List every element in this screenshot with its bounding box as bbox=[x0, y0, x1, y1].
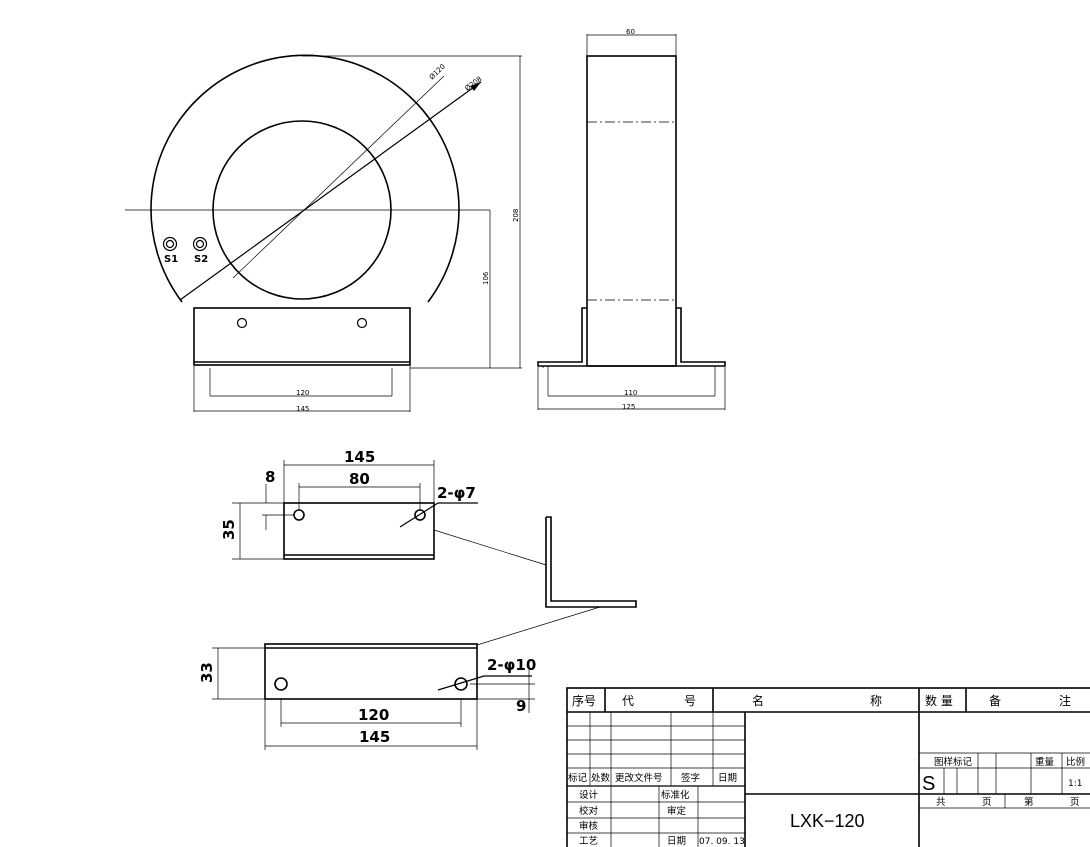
dim-110-label: 110 bbox=[624, 389, 637, 397]
dim-8-label: 8 bbox=[265, 468, 275, 486]
phi120-leader bbox=[232, 75, 445, 279]
hdr-qty: 数 量 bbox=[925, 693, 953, 708]
hdr-seq: 序号 bbox=[572, 693, 596, 708]
hdr-remark-a: 备 bbox=[989, 694, 1001, 708]
terminal-s2-inner bbox=[195, 239, 205, 249]
hdr-code-b: 号 bbox=[684, 694, 696, 708]
dim-35-label: 35 bbox=[220, 519, 238, 540]
bracket-right-flange bbox=[676, 307, 726, 366]
bracket-vertical-plate bbox=[283, 502, 435, 560]
dim-33-label: 33 bbox=[198, 662, 216, 683]
dim-106-label: 106 bbox=[482, 271, 490, 285]
role-design: 设计 bbox=[579, 789, 599, 801]
profile-leader-lower bbox=[476, 606, 601, 646]
hdr-name-b: 称 bbox=[870, 694, 882, 708]
page2-label: 页 bbox=[1070, 797, 1080, 808]
dim-208-label: 208 bbox=[512, 209, 520, 222]
scale-value: 1:1 bbox=[1068, 779, 1082, 789]
label-date: 日期 bbox=[667, 836, 686, 847]
role-process: 工艺 bbox=[579, 836, 598, 847]
rev-doc: 更改文件号 bbox=[615, 772, 663, 784]
label-approve: 审定 bbox=[667, 805, 687, 817]
dim-120b-label: 120 bbox=[358, 706, 389, 724]
dim-145b-label: 145 bbox=[344, 448, 375, 466]
holes10-leader bbox=[437, 675, 485, 691]
title-block-frame bbox=[566, 687, 1090, 847]
scale-label: 比例 bbox=[1066, 756, 1085, 768]
part-name: LXK−120 bbox=[790, 811, 865, 831]
sample-mark-label: 图样标记 bbox=[934, 756, 973, 768]
front-view: Ø120 Ø208 S1 S2 208 106 120 145 bbox=[125, 54, 522, 413]
bracket-hole-right bbox=[356, 317, 368, 329]
dim-phi120-label: Ø120 bbox=[428, 63, 447, 82]
plate-hole-left bbox=[293, 509, 305, 521]
terminal-s1-inner bbox=[165, 239, 175, 249]
holes7-leader bbox=[399, 502, 439, 528]
rev-date: 日期 bbox=[718, 773, 737, 784]
bracket-detail: 2-φ7 145 80 8 35 2-φ10 bbox=[198, 448, 637, 750]
hdr-remark-b: 注 bbox=[1059, 693, 1071, 708]
base-hole-right bbox=[454, 677, 468, 691]
profile-leader-upper bbox=[433, 529, 547, 566]
dim-145-label: 145 bbox=[296, 405, 309, 413]
dim-120-label: 120 bbox=[296, 389, 309, 397]
phi208-leader bbox=[179, 81, 482, 301]
dim-9-label: 9 bbox=[516, 697, 526, 715]
hdr-code-a: 代 bbox=[622, 694, 634, 708]
outer-ring-arc bbox=[150, 54, 460, 303]
dim-60-label: 60 bbox=[626, 28, 635, 36]
mounting-bracket bbox=[193, 307, 411, 366]
phi208-arrowhead bbox=[470, 82, 481, 91]
rev-zone: 处数 bbox=[591, 772, 611, 784]
date-value: 07. 09. 13 bbox=[699, 837, 745, 847]
role-check: 校对 bbox=[579, 805, 599, 817]
dim-holes10-label: 2-φ10 bbox=[487, 656, 536, 674]
dim-80-label: 80 bbox=[349, 470, 370, 488]
dim-125-label: 125 bbox=[622, 403, 635, 411]
dim-145c-label: 145 bbox=[359, 728, 390, 746]
terminal-s1-outer bbox=[162, 236, 178, 252]
bracket-l-profile bbox=[545, 516, 637, 608]
label-standard: 标准化 bbox=[661, 789, 690, 801]
terminal-s2-outer bbox=[192, 236, 208, 252]
bracket-horizontal-plate bbox=[264, 643, 478, 700]
core-body bbox=[586, 55, 677, 367]
weight-label: 重量 bbox=[1035, 756, 1055, 768]
terminal-s2-label: S2 bbox=[194, 254, 208, 265]
bracket-left-flange bbox=[537, 307, 587, 366]
sheet-label: 第 bbox=[1024, 796, 1034, 808]
rev-sign: 签字 bbox=[681, 772, 700, 784]
total-label: 共 bbox=[936, 797, 946, 808]
dim-holes7-label: 2-φ7 bbox=[437, 484, 476, 502]
stage-mark: S bbox=[922, 773, 935, 795]
hdr-name-a: 名 bbox=[752, 693, 764, 708]
page-label: 页 bbox=[982, 797, 992, 808]
rev-mark: 标记 bbox=[568, 772, 588, 784]
bracket-hole-left bbox=[236, 317, 248, 329]
role-review: 审核 bbox=[579, 820, 599, 832]
title-block: 序号 代 号 名 称 数 量 备 注 标记 处数 更改文件号 签字 日期 设计 … bbox=[566, 687, 1090, 847]
terminal-s1-label: S1 bbox=[164, 254, 178, 265]
side-view: 60 110 125 bbox=[537, 28, 726, 411]
base-hole-left bbox=[274, 677, 288, 691]
